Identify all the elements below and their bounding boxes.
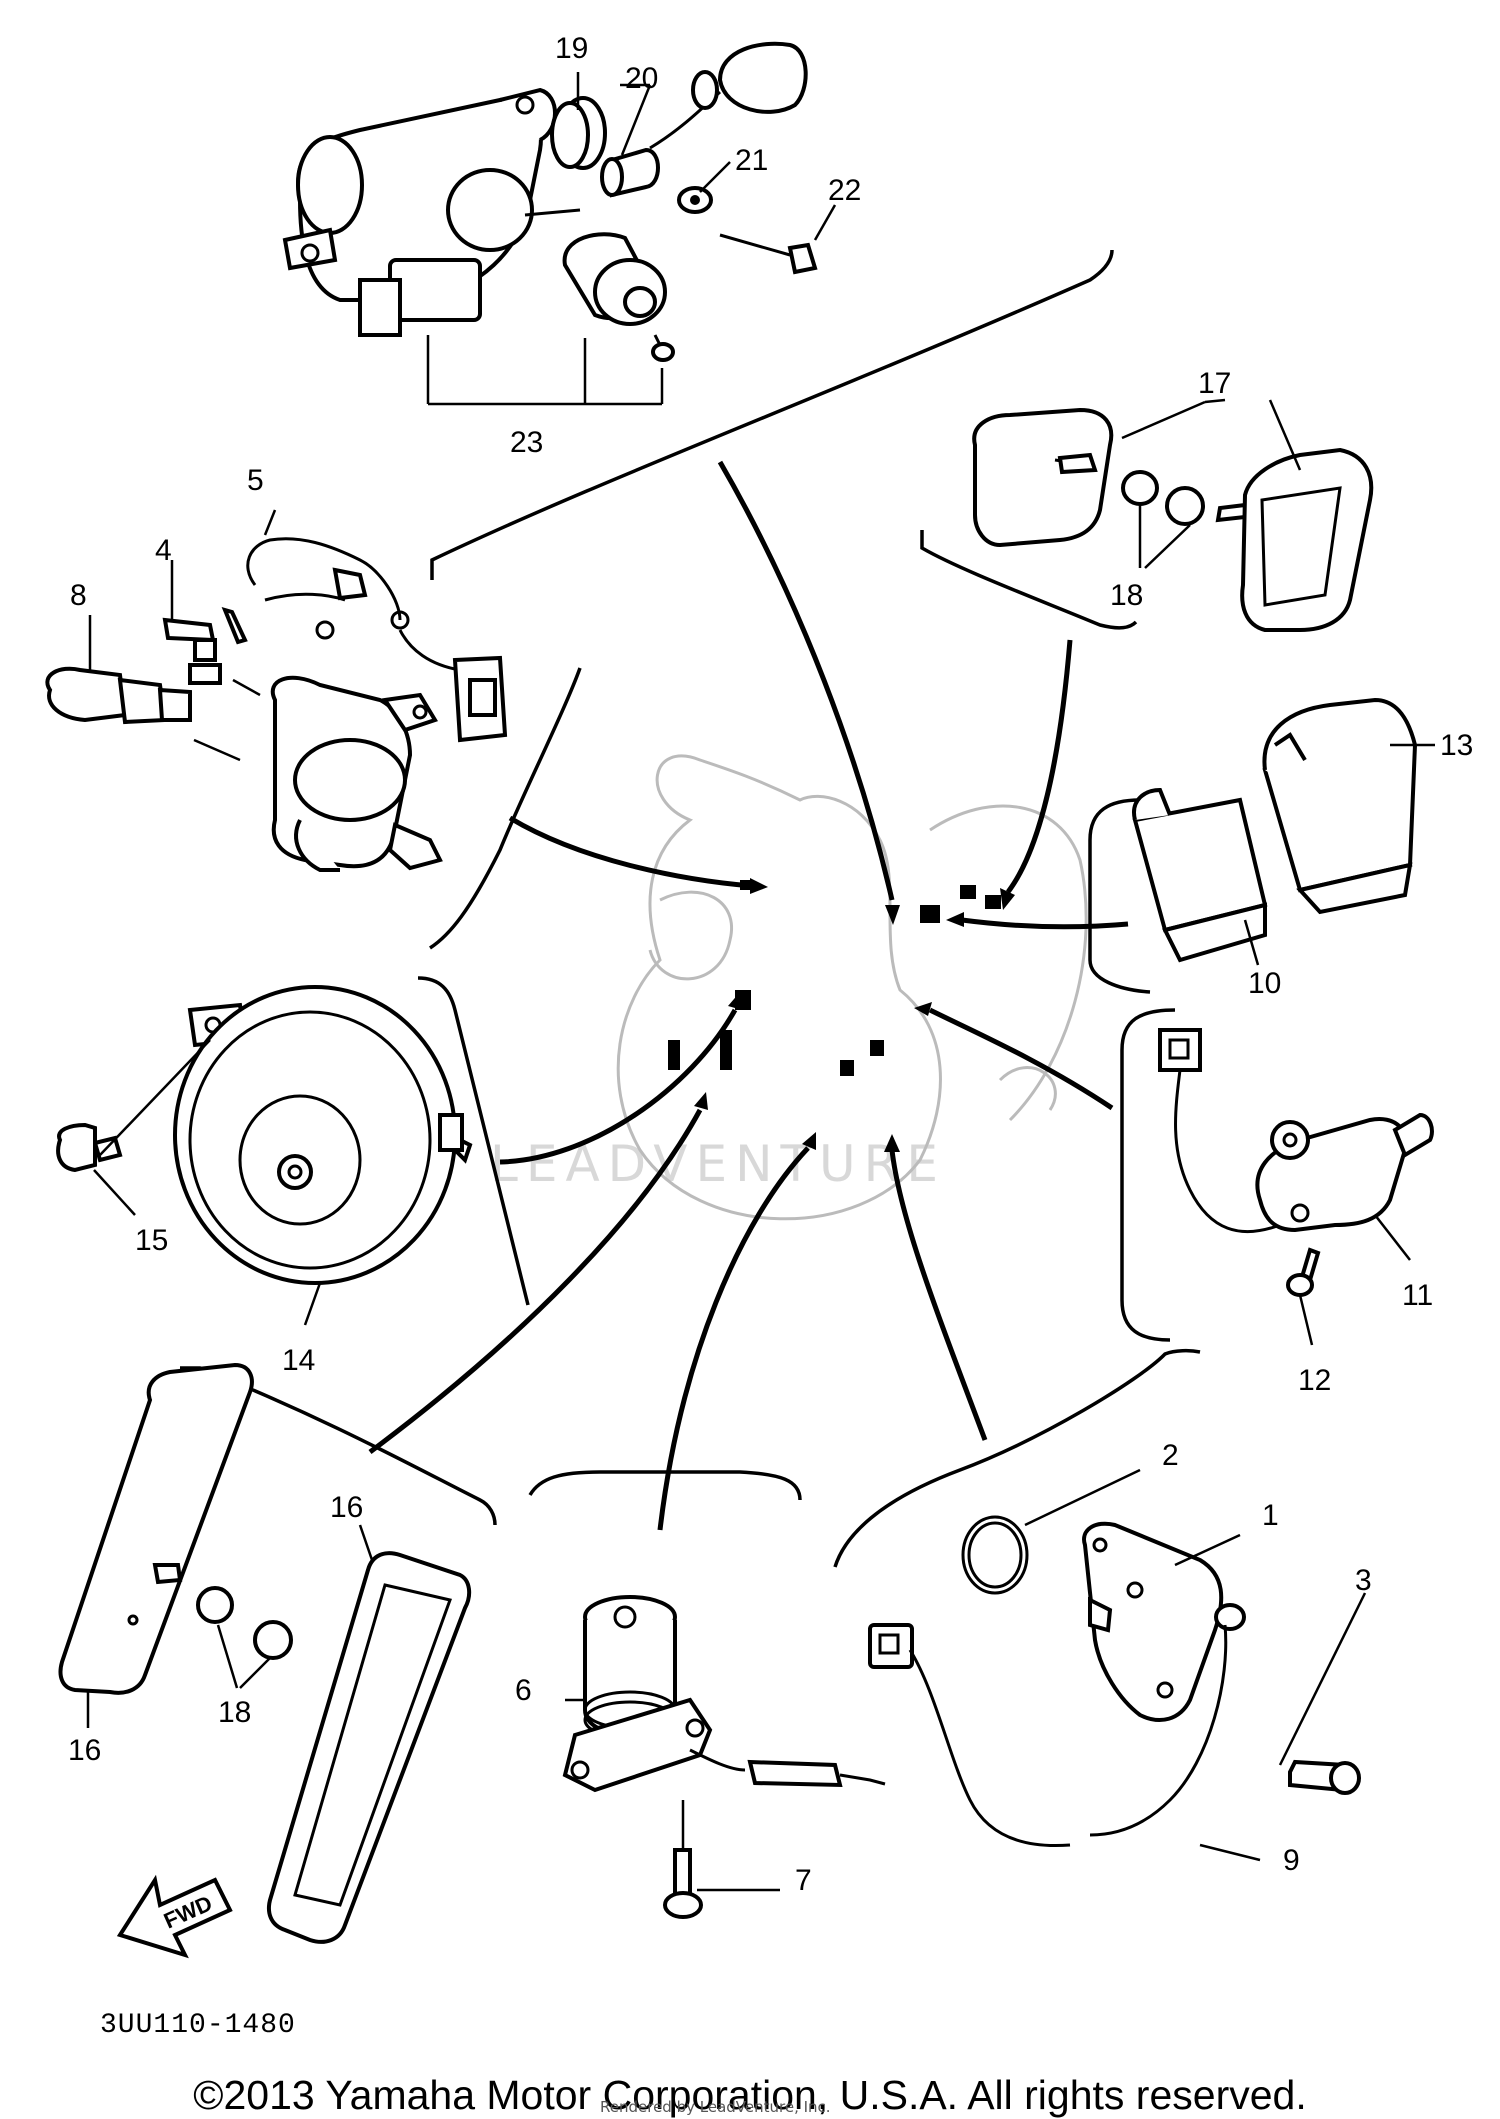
callout-18-top: 18 bbox=[1110, 579, 1143, 612]
vehicle-outline bbox=[616, 754, 1088, 1221]
diagram-code: 3UU110-1480 bbox=[100, 2010, 296, 2041]
callout-17: 17 bbox=[1198, 367, 1231, 400]
callout-19: 19 bbox=[555, 32, 588, 65]
part-sensor-lead-group bbox=[868, 1468, 1367, 1862]
callout-23: 23 bbox=[510, 426, 543, 459]
callout-2: 2 bbox=[1162, 1439, 1179, 1472]
callout-7: 7 bbox=[795, 1864, 812, 1897]
callout-22: 22 bbox=[828, 174, 861, 207]
callout-3: 3 bbox=[1355, 1564, 1372, 1597]
callout-13: 13 bbox=[1440, 729, 1473, 762]
watermark-text: LEADVENTURE bbox=[490, 1135, 946, 1193]
part-horn bbox=[56, 985, 473, 1326]
callout-4: 4 bbox=[155, 534, 172, 567]
rendered-by-credit: Rendered by LeadVenture, Inc. bbox=[600, 2098, 831, 2116]
callout-8: 8 bbox=[70, 579, 87, 612]
part-side-reflectors bbox=[58, 1362, 472, 1944]
callout-16-right: 16 bbox=[330, 1491, 363, 1524]
copyright-notice: ©2013 Yamaha Motor Corporation, U.S.A. A… bbox=[193, 2072, 1307, 2118]
group-brackets bbox=[180, 249, 1201, 1568]
part-speed-sensor-assembly bbox=[282, 41, 837, 406]
fwd-arrow: FWD bbox=[116, 1874, 233, 1959]
callout-labels: 1 2 3 4 5 6 7 8 9 10 11 12 13 14 15 16 1… bbox=[68, 32, 1473, 1897]
callout-1: 1 bbox=[1262, 1499, 1279, 1532]
callout-15: 15 bbox=[135, 1224, 168, 1257]
part-switch-sender-group bbox=[45, 509, 508, 872]
callout-10: 10 bbox=[1248, 967, 1281, 1000]
callout-11: 11 bbox=[1402, 1279, 1433, 1312]
leader-wires bbox=[368, 460, 1129, 1531]
callout-21: 21 bbox=[735, 144, 768, 177]
part-solenoid bbox=[562, 1595, 886, 1919]
callout-18-left: 18 bbox=[218, 1696, 251, 1729]
callout-16-left: 16 bbox=[68, 1734, 101, 1767]
callout-5: 5 bbox=[247, 464, 264, 497]
part-relays bbox=[1132, 697, 1435, 966]
callout-9: 9 bbox=[1283, 1844, 1300, 1877]
callout-20: 20 bbox=[625, 62, 658, 95]
part-rear-reflectors bbox=[972, 398, 1374, 632]
callout-12: 12 bbox=[1298, 1364, 1331, 1397]
callout-6: 6 bbox=[515, 1674, 532, 1707]
callout-14: 14 bbox=[282, 1344, 315, 1377]
part-switch-assembly-right bbox=[1158, 1028, 1434, 1346]
